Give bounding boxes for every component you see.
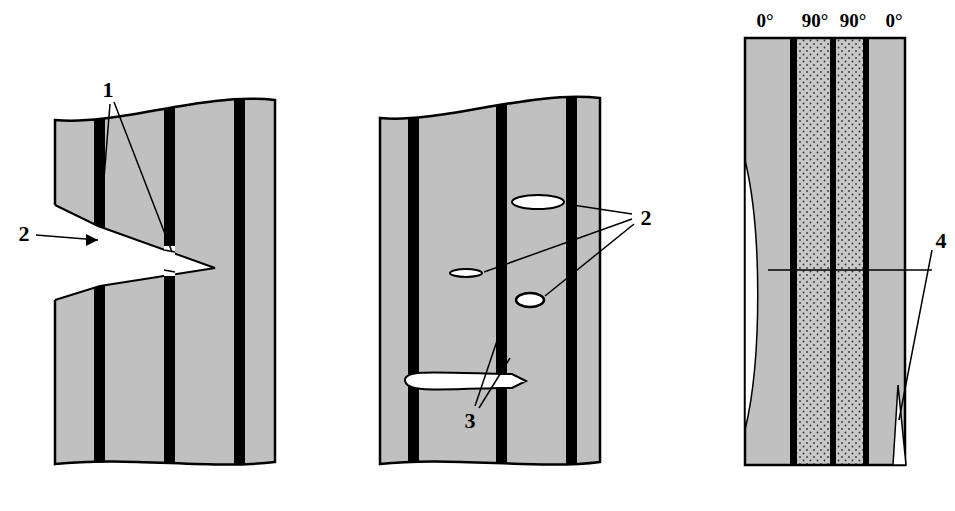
callout-number: 2 xyxy=(19,223,30,245)
right-panel xyxy=(745,38,932,465)
middle-panel xyxy=(375,80,634,480)
callout-number: 1 xyxy=(103,79,114,101)
ply-angle: 0° xyxy=(756,11,773,30)
callout-number: 3 xyxy=(465,410,476,432)
callout-number: 4 xyxy=(936,230,947,252)
callout-number: 2 xyxy=(641,207,652,229)
left-panel xyxy=(36,80,280,480)
ply-angle: 90° xyxy=(802,11,829,30)
ply-angle: 90° xyxy=(840,11,867,30)
ply-angle: 0° xyxy=(885,11,902,30)
